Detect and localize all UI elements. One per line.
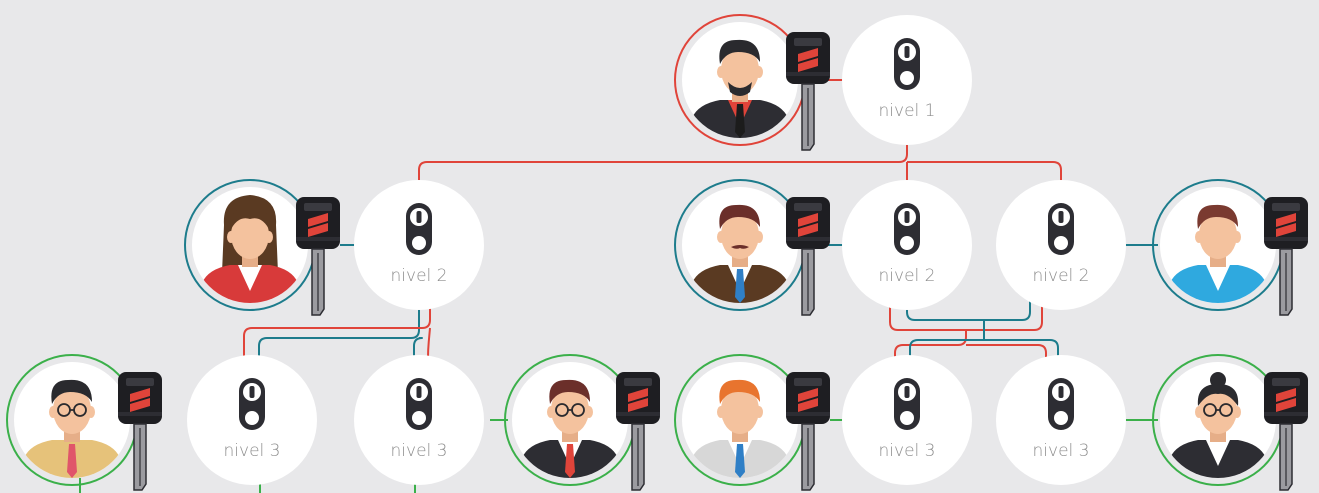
lock-level-label: nivel 2 bbox=[391, 266, 448, 286]
person-node-p2b bbox=[674, 179, 830, 316]
lock-node-l1: nivel 1 bbox=[842, 15, 972, 145]
lock-cylinder-icon bbox=[894, 38, 920, 90]
lock-cylinder-icon bbox=[406, 203, 432, 255]
person-node-p2a bbox=[184, 179, 340, 316]
person-node-p3d bbox=[1152, 354, 1308, 491]
lock-node-l2b: nivel 2 bbox=[842, 180, 972, 310]
lock-node-l3c: nivel 3 bbox=[842, 355, 972, 485]
red-connector-l1-l2c bbox=[907, 161, 1062, 190]
key-icon bbox=[786, 372, 830, 491]
key-icon bbox=[786, 197, 830, 316]
teal-connector-l2a-l3b bbox=[413, 337, 423, 365]
lock-cylinder-icon bbox=[1048, 378, 1074, 430]
lock-cylinder-icon bbox=[1048, 203, 1074, 255]
teal-connector-l2a-l3a bbox=[258, 300, 420, 365]
person-node-p2c bbox=[1152, 179, 1308, 316]
person-node-p3b bbox=[504, 354, 660, 491]
person-node-p3a bbox=[6, 354, 162, 491]
key-icon bbox=[786, 32, 830, 151]
person-node-p1 bbox=[674, 14, 830, 151]
lock-cylinder-icon bbox=[406, 378, 432, 430]
connector-lines bbox=[79, 79, 1158, 493]
key-icon bbox=[118, 372, 162, 491]
lock-cylinder-icon bbox=[894, 378, 920, 430]
diagram-nodes: nivel 1 nivel 2 nivel 2 nivel 2 nivel 3 nivel… bbox=[6, 14, 1308, 491]
lock-level-label: nivel 2 bbox=[1033, 266, 1090, 286]
lock-node-l3b: nivel 3 bbox=[354, 355, 484, 485]
person-node-p3c bbox=[674, 354, 830, 491]
teal-connector-l3c bbox=[909, 339, 984, 365]
teal-connector-l2b-l2c bbox=[906, 300, 1031, 321]
lock-cylinder-icon bbox=[239, 378, 265, 430]
key-icon bbox=[1264, 372, 1308, 491]
lock-level-label: nivel 3 bbox=[391, 441, 448, 461]
lock-level-label: nivel 3 bbox=[1033, 441, 1090, 461]
lock-node-l2a: nivel 2 bbox=[354, 180, 484, 310]
teal-connector-l3d bbox=[984, 339, 1059, 365]
key-icon bbox=[296, 197, 340, 316]
key-icon bbox=[616, 372, 660, 491]
key-icon bbox=[1264, 197, 1308, 316]
lock-level-label: nivel 3 bbox=[879, 441, 936, 461]
lock-level-label: nivel 1 bbox=[879, 101, 936, 121]
lock-level-label: nivel 2 bbox=[879, 266, 936, 286]
lock-node-l2c: nivel 2 bbox=[996, 180, 1126, 310]
lock-cylinder-icon bbox=[894, 203, 920, 255]
lock-level-label: nivel 3 bbox=[224, 441, 281, 461]
lock-node-l3d: nivel 3 bbox=[996, 355, 1126, 485]
red-connector-l1-l2a bbox=[418, 140, 908, 190]
lock-node-l3a: nivel 3 bbox=[187, 355, 317, 485]
red-connector-l3d bbox=[966, 344, 1047, 365]
red-connector-l2a-l3a bbox=[243, 300, 431, 365]
